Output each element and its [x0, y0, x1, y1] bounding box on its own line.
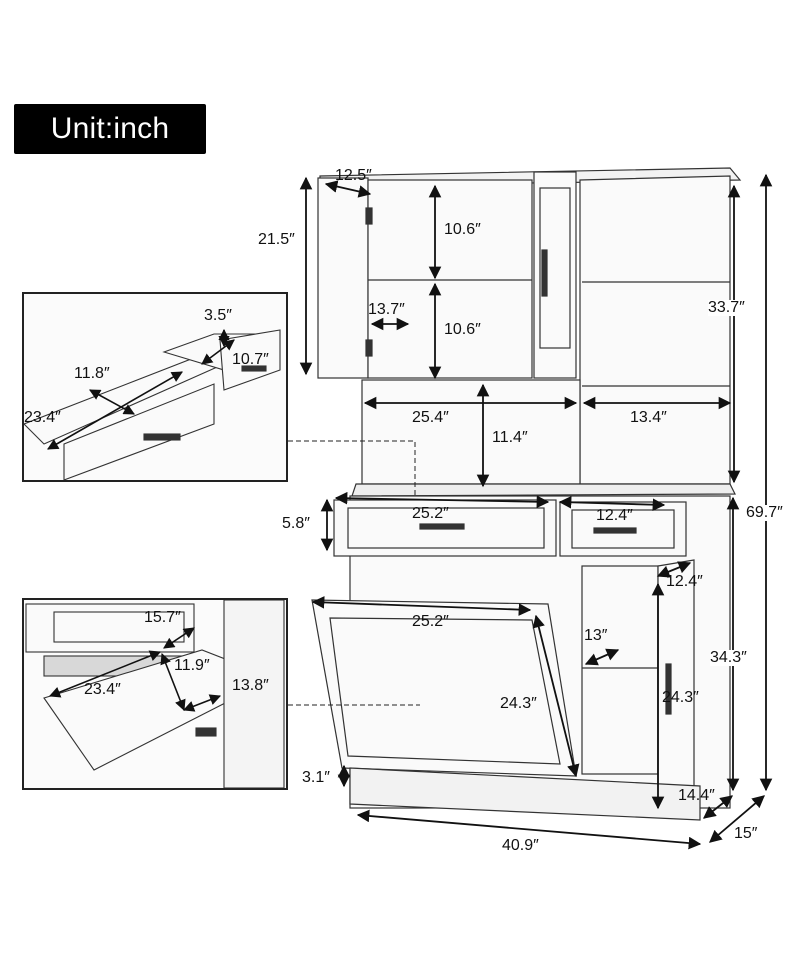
lower-inner-depth-label: 14.4″ — [678, 787, 715, 804]
upper-shelf-top-label: 10.6″ — [444, 221, 481, 238]
overall-depth-label: 15″ — [734, 825, 758, 842]
lower-cabinet-height-label: 34.3″ — [710, 649, 747, 666]
unit-label: Unit:inch — [50, 112, 170, 145]
overall-width-label: 40.9″ — [502, 837, 539, 854]
inset-small-drawer-depth-label: 10.7″ — [232, 351, 269, 368]
inset-big-drawer-depth-label: 23.4″ — [24, 409, 61, 426]
overall-height-label: 69.7″ — [746, 504, 783, 521]
tilt-bin-width-label: 25.2″ — [412, 613, 449, 630]
drawer-height-label: 5.8″ — [282, 515, 310, 532]
inset-tilt-bin-detail — [22, 598, 288, 790]
lower-shelf-depth-label: 13″ — [584, 627, 608, 644]
lower-door-width-label: 12.4″ — [666, 573, 703, 590]
side-shelves-height-label: 33.7″ — [708, 299, 745, 316]
upper-inner-depth-label: 13.7″ — [368, 301, 405, 318]
upper-door-width-label: 12.5″ — [335, 167, 372, 184]
inset-drawer-detail — [22, 292, 288, 482]
inset-bin-bottom-width-label: 13.8″ — [232, 677, 269, 694]
inset-bin-length-label: 23.4″ — [84, 681, 121, 698]
tilt-bin-detail-drawing — [25, 599, 285, 789]
upper-shelf-bottom-label: 10.6″ — [444, 321, 481, 338]
inset-bin-depth-label: 11.9″ — [174, 657, 210, 674]
base-height-label: 3.1″ — [302, 769, 330, 786]
inset-drawer-height-label: 3.5″ — [204, 307, 232, 324]
left-drawer-width-label: 25.2″ — [412, 505, 449, 522]
unit-badge: Unit:inch — [14, 104, 206, 154]
drawer-detail-drawing — [23, 328, 281, 481]
inset-bin-top-width-label: 15.7″ — [144, 609, 181, 626]
inset-big-drawer-width-label: 11.8″ — [74, 365, 110, 382]
right-drawer-width-label: 12.4″ — [596, 507, 633, 524]
side-shelves-width-label: 13.4″ — [630, 409, 667, 426]
tilt-bin-height-label: 24.3″ — [500, 695, 537, 712]
open-shelf-height-label: 11.4″ — [492, 429, 528, 446]
open-shelf-width-label: 25.4″ — [412, 409, 449, 426]
lower-door-height-label: 24.3″ — [662, 689, 699, 706]
upper-cabinet-height-label: 21.5″ — [258, 231, 295, 248]
